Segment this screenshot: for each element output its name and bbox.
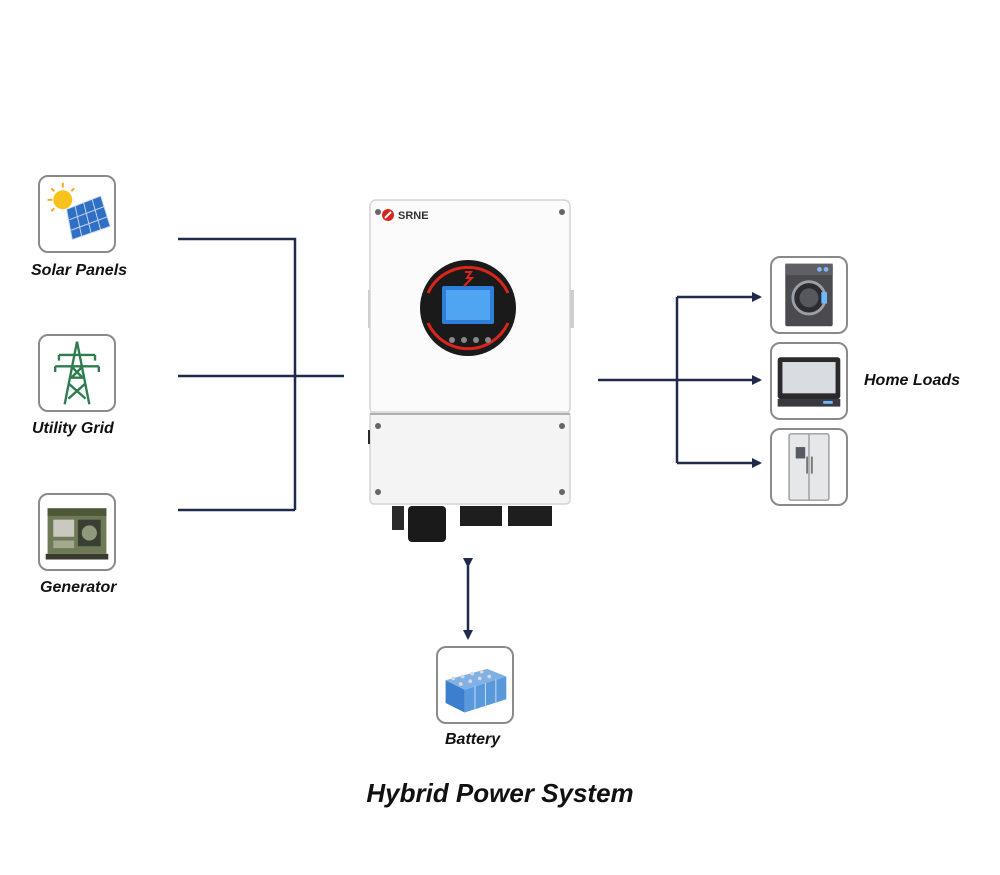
utility-grid-label: Utility Grid (32, 420, 114, 437)
battery-tile (436, 646, 514, 724)
washing-machine-tile (770, 256, 848, 334)
solar-panel-icon (47, 182, 111, 241)
utility-grid-tile (38, 334, 116, 412)
home-loads-label: Home Loads (864, 372, 961, 389)
generator-tile (38, 493, 116, 571)
solar-wire (178, 237, 297, 510)
washing-machine-icon (785, 263, 833, 327)
diagram-title: Hybrid Power System (366, 778, 634, 808)
battery-bank-icon (445, 668, 507, 713)
television-tile (770, 342, 848, 420)
solar-panels-tile (38, 175, 116, 253)
generator-label: Generator (40, 579, 117, 596)
refrigerator-tile (770, 428, 848, 506)
power-tower-icon (53, 341, 101, 405)
television-icon (777, 357, 841, 407)
solar-panels-label: Solar Panels (31, 262, 128, 279)
battery-label: Battery (445, 731, 501, 748)
hybrid-inverter-icon: SRNE (368, 199, 574, 542)
generator-icon (45, 508, 109, 560)
refrigerator-icon (788, 433, 830, 501)
brand-label: SRNE (398, 210, 429, 222)
